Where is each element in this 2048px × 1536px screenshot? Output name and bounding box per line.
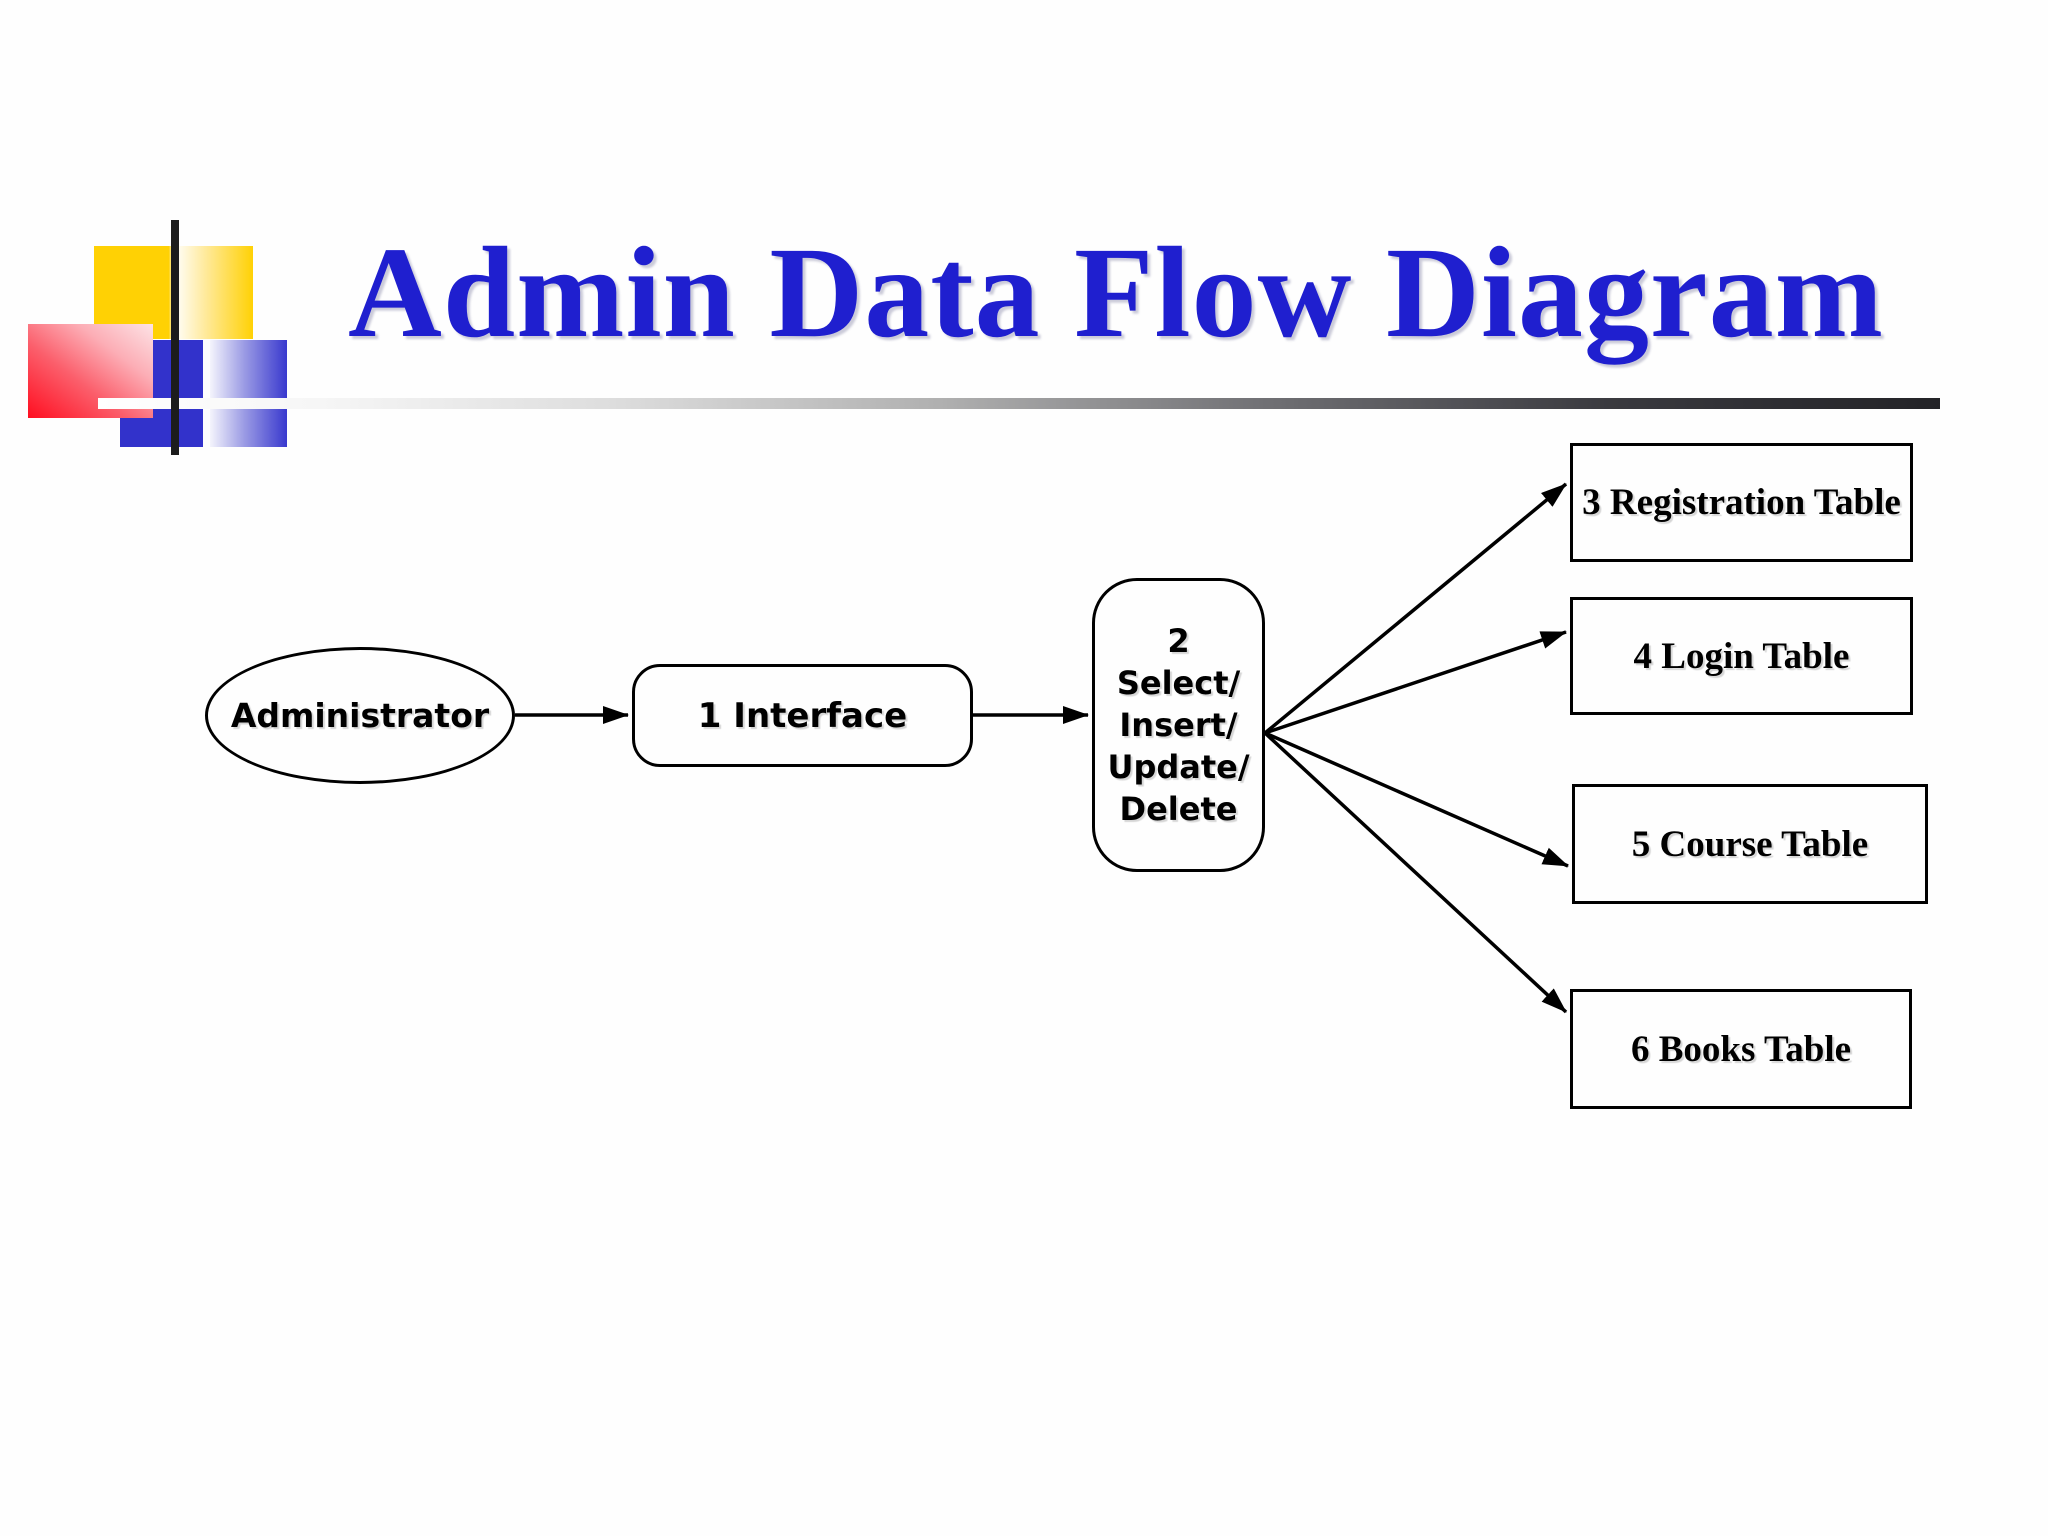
- entity-administrator: Administrator: [205, 647, 515, 784]
- process-interface-label: 1 Interface: [697, 695, 908, 736]
- datastore-course-label: 5 Course Table: [1631, 823, 1869, 865]
- process-crud-line-select: Select/: [1116, 664, 1241, 702]
- entity-administrator-label: Administrator: [230, 696, 490, 735]
- flow-crud-to-books: [1263, 731, 1568, 1014]
- slide-title: Admin Data Flow Diagram: [348, 221, 1884, 365]
- process-crud-line-number: 2: [1167, 622, 1190, 660]
- datastore-registration-label: 3 Registration Table: [1582, 482, 1901, 523]
- process-crud-line-update: Update/: [1107, 748, 1250, 786]
- process-crud-line-delete: Delete: [1119, 790, 1238, 828]
- flow-crud-to-registration: [1263, 482, 1568, 735]
- process-crud-line-insert: Insert/: [1119, 706, 1238, 744]
- datastore-course-table: 5 Course Table: [1572, 784, 1928, 904]
- logo-vertical-bar: [171, 220, 179, 455]
- datastore-registration-table: 3 Registration Table: [1570, 443, 1913, 562]
- datastore-books-label: 6 Books Table: [1630, 1028, 1852, 1070]
- logo-blue-gradient-square: [210, 340, 287, 447]
- process-interface: 1 Interface: [632, 664, 973, 767]
- title-divider-line: [98, 398, 1940, 409]
- datastore-books-table: 6 Books Table: [1570, 989, 1912, 1109]
- flow-crud-to-login: [1264, 630, 1567, 735]
- datastore-login-label: 4 Login Table: [1633, 635, 1850, 677]
- datastore-login-table: 4 Login Table: [1570, 597, 1913, 715]
- flow-crud-to-course: [1264, 731, 1569, 868]
- process-crud: 2 Select/ Insert/ Update/ Delete: [1092, 578, 1265, 872]
